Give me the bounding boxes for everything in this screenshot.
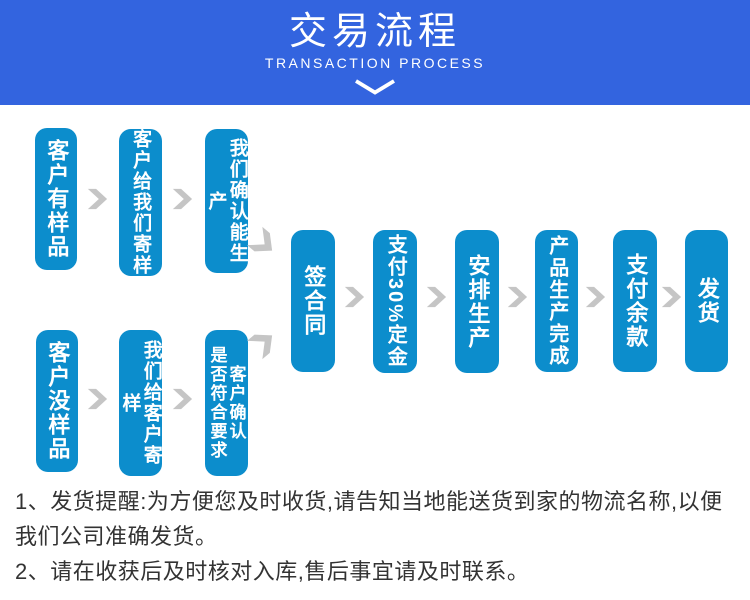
flow-step-we-send-sample: 我们给客户寄样: [119, 330, 162, 476]
flow-step-customer-sends-sample: 客户给我们寄样: [119, 129, 162, 276]
page-subtitle: TRANSACTION PROCESS: [264, 55, 486, 71]
flow-step-label: 客户确认 是否符合要求: [207, 346, 246, 460]
flow-step-sign-contract: 签合同: [291, 230, 335, 372]
arrow-right-icon: [659, 286, 683, 308]
flow-step-label: 我们确认能生产: [205, 138, 248, 264]
arrow-right-icon: [171, 388, 193, 410]
flow-step-pay-deposit: 支付30%定金: [373, 230, 417, 373]
flow-step-no-sample: 客户没样品: [36, 330, 78, 472]
flow-step-arrange-production: 安排生产: [455, 230, 499, 373]
flow-step-has-sample: 客户有样品: [35, 128, 77, 270]
flow-step-label: 客户有样品: [44, 139, 70, 259]
flow-step-label: 客户给我们寄样: [130, 129, 152, 276]
flow-step-customer-confirm-requirements: 客户确认 是否符合要求: [205, 330, 248, 476]
flow-step-label: 我们给客户寄样: [119, 340, 162, 466]
flow-step-production-complete: 产品生产完成: [535, 230, 578, 372]
flow-step-ship-goods: 发货: [685, 230, 728, 372]
flow-step-label: 客户没样品: [45, 341, 71, 461]
note-2: 2、请在收获后及时核对入库,售后事宜请及时联系。: [15, 559, 530, 584]
flow-step-confirm-can-produce: 我们确认能生产: [205, 129, 248, 273]
arrow-right-icon: [171, 188, 193, 210]
flow-step-label: 产品生产完成: [545, 235, 568, 367]
flow-step-label: 安排生产: [465, 253, 491, 350]
arrow-right-icon: [583, 286, 607, 308]
notes: 1、发货提醒:为方便您及时收货,请告知当地能送货到家的物流名称,以便我们公司准确…: [15, 484, 740, 589]
flow-step-label: 支付30%定金: [384, 234, 407, 369]
arrow-right-icon: [86, 188, 108, 210]
flow-step-pay-balance: 支付余款: [613, 230, 657, 372]
arrow-right-icon: [505, 286, 529, 308]
page-title: 交易流程: [288, 11, 461, 53]
flow-step-label: 支付余款: [623, 253, 649, 349]
arrow-right-icon: [342, 286, 366, 308]
arrow-up-right-icon: [245, 325, 282, 362]
note-1: 1、发货提醒:为方便您及时收货,请告知当地能送货到家的物流名称,以便我们公司准确…: [15, 489, 723, 549]
arrow-down-right-icon: [245, 225, 282, 262]
arrow-right-icon: [86, 388, 108, 410]
header-banner: 交易流程 TRANSACTION PROCESS: [0, 0, 750, 105]
flow-step-label: 发货: [694, 277, 720, 325]
chevron-down-icon: [353, 78, 397, 101]
flow-step-label: 签合同: [301, 265, 327, 337]
arrow-right-icon: [424, 286, 448, 308]
